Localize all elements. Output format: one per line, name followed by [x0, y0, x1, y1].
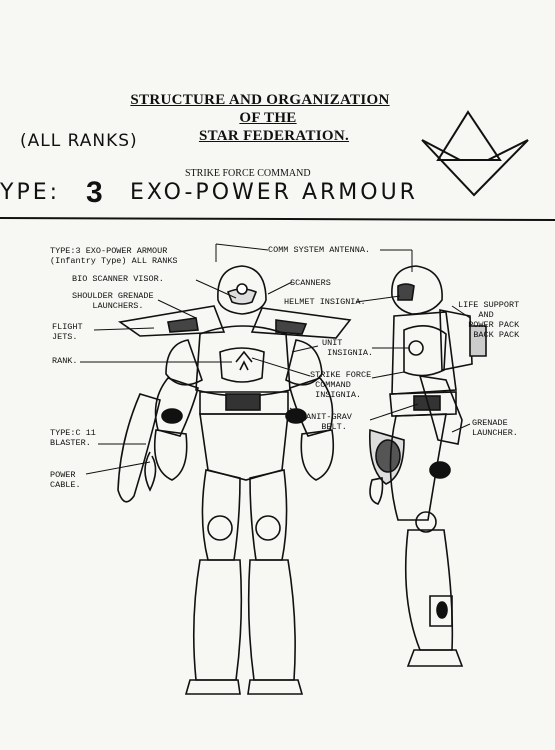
type-name: EXO-POWER ARMOUR [130, 180, 418, 205]
ranks-note: (ALL RANKS) [20, 131, 138, 151]
type-prefix: YPE: [0, 180, 61, 205]
helmet-insignia-label: HELMET INSIGNIA. [284, 297, 366, 307]
header-divider [0, 217, 555, 221]
side-armour-figure [369, 265, 487, 667]
title-line-3: STAR FEDERATION. [198, 128, 350, 144]
command-label: STRIKE FORCE COMMAND [185, 168, 311, 179]
scanners-label: SCANNERS [290, 278, 331, 288]
life-support-label: LIFE SUPPORT AND POWER PACK BACK PACK [458, 300, 520, 340]
strike-force-insignia-label: STRIKE FORCE COMMAND INSIGNIA. [310, 370, 372, 400]
front-armour-figure [117, 265, 352, 695]
unit-insignia-label: UNIT INSIGNIA. [322, 338, 374, 358]
star-federation-emblem-icon [421, 110, 529, 197]
anti-grav-belt-label: ANIT-GRAV BELT. [306, 412, 352, 432]
grenade-launcher-label: GRENADE LAUNCHER. [472, 418, 518, 438]
title-line-1: STRUCTURE AND ORGANIZATION [130, 92, 390, 108]
flight-jets-label: FLIGHT JETS. [52, 322, 83, 342]
title-line-2: OF THE [239, 110, 297, 126]
blaster-label: TYPE:C 11 BLASTER. [50, 428, 96, 448]
bio-scanner-label: BIO SCANNER VISOR. [72, 274, 164, 284]
leader-lines [80, 243, 471, 475]
type-number: 3 [86, 176, 103, 209]
rank-label: RANK. [52, 356, 78, 366]
power-cable-label: POWER CABLE. [50, 470, 81, 490]
shoulder-grenade-label: SHOULDER GRENADE LAUNCHERS. [72, 291, 154, 311]
designation-label: TYPE:3 EXO-POWER ARMOUR (Infantry Type) … [50, 246, 178, 266]
comm-antenna-label: COMM SYSTEM ANTENNA. [268, 245, 371, 255]
